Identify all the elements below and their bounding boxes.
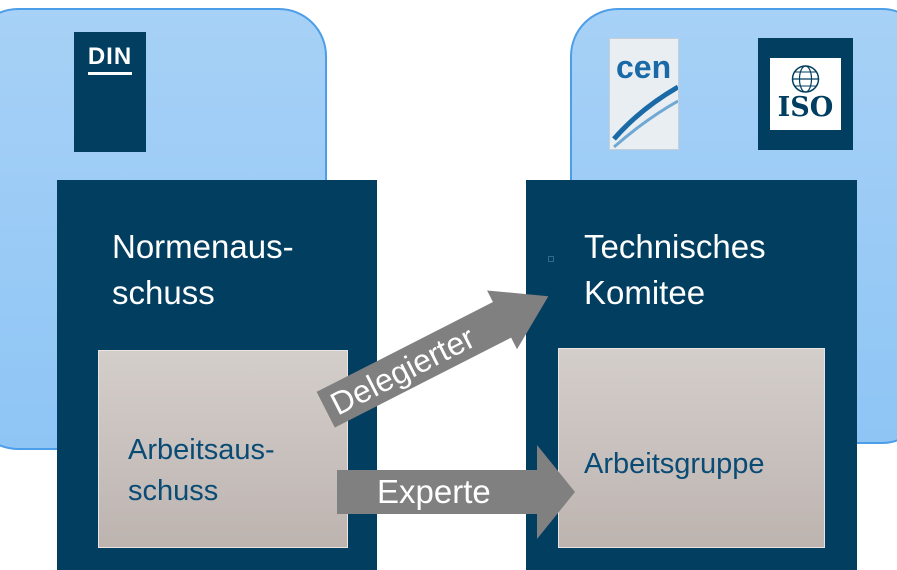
experte-label: Experte xyxy=(377,473,491,510)
cen-swoosh-icon xyxy=(612,84,678,149)
experte-arrow-shape xyxy=(337,445,575,539)
cen-logo: cen xyxy=(609,38,679,150)
delegierter-arrow: Delegierter xyxy=(311,267,564,439)
arbeitsausschuss-label: Arbeitsaus- schuss xyxy=(128,434,275,507)
din-logo-text: DIN xyxy=(87,43,133,70)
iso-logo: ISO xyxy=(758,38,853,150)
arbeitsgruppe-box xyxy=(558,348,825,548)
arbeitsausschuss-box xyxy=(98,350,348,548)
bullet-marker xyxy=(548,256,554,262)
normenausschuss-label: Normenaus- schuss xyxy=(112,228,294,311)
technisches-komitee-label: Technisches Komitee xyxy=(584,228,766,311)
iso-logo-text: ISO xyxy=(777,92,834,123)
delegierter-arrow-shape xyxy=(316,290,549,428)
cen-logo-text: cen xyxy=(616,49,672,85)
din-logo: DIN xyxy=(74,32,146,152)
experte-arrow: Experte xyxy=(337,445,575,539)
arbeitsgruppe-label: Arbeitsgruppe xyxy=(584,448,765,480)
globe-icon xyxy=(791,65,820,93)
